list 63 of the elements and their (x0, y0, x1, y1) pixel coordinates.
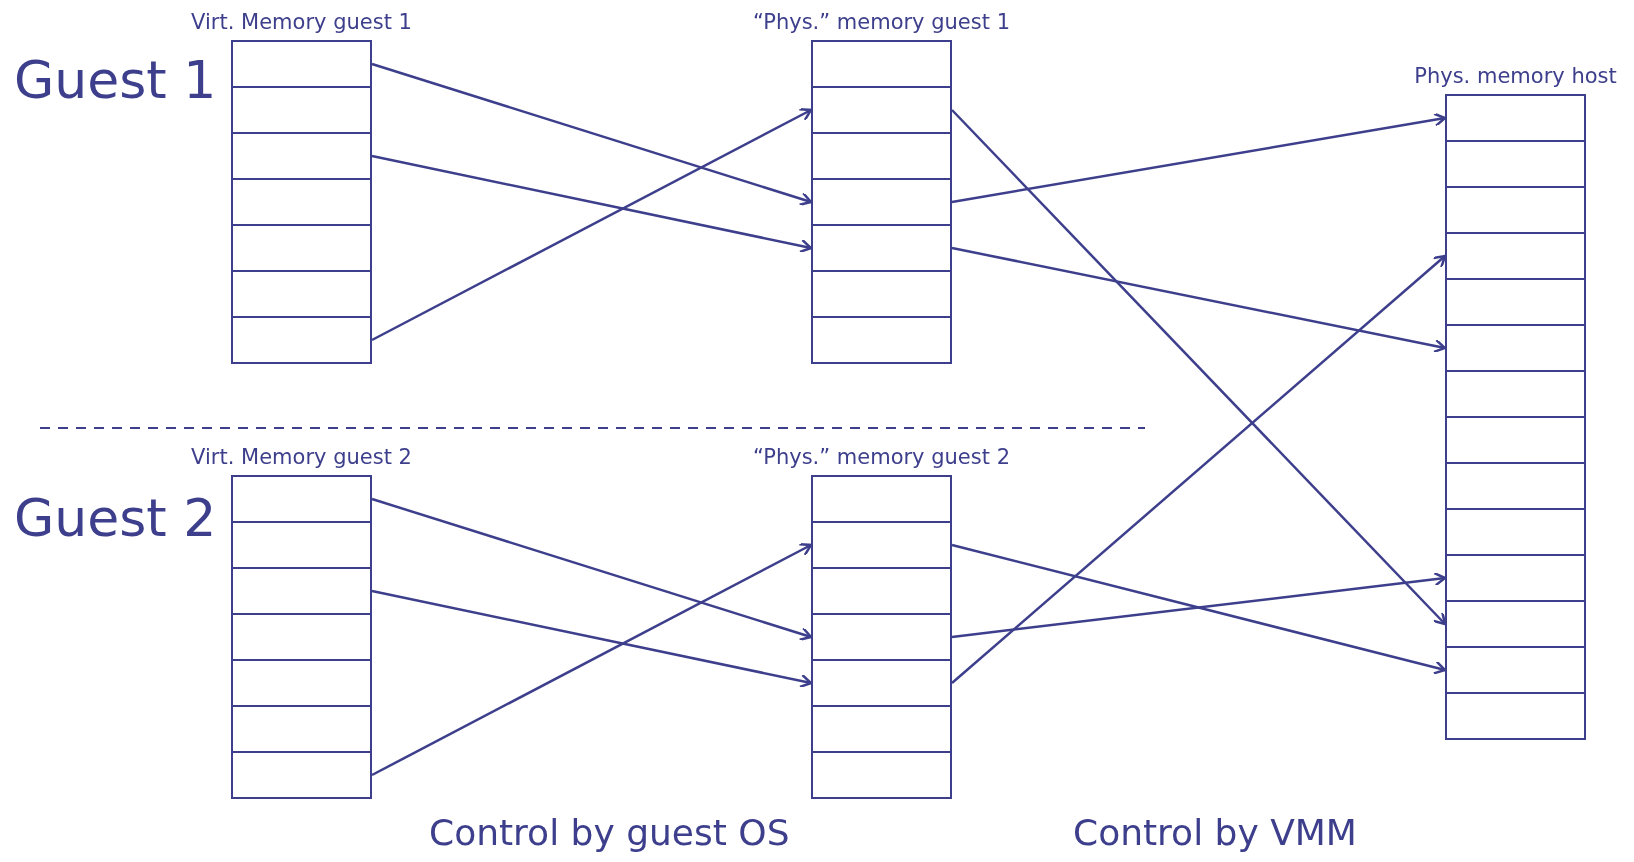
arrow (951, 572, 1447, 639)
memory-slot (1445, 508, 1586, 556)
arrow (951, 246, 1447, 354)
memory-slot (811, 475, 952, 523)
arrow (371, 108, 813, 342)
section-label: Control by guest OS (429, 812, 790, 853)
memory-slot (1445, 140, 1586, 188)
memory-slot (1445, 416, 1586, 464)
memory-slot (811, 40, 952, 88)
memory-slot (1445, 554, 1586, 602)
memory-slot (1445, 600, 1586, 648)
memory-slot (811, 751, 952, 799)
memory-slot (811, 316, 952, 364)
memory-slot (231, 659, 372, 707)
memory-slot (231, 751, 372, 799)
arrow (951, 254, 1447, 684)
memory-slot (811, 132, 952, 180)
arrow (951, 112, 1447, 204)
guest-label: Guest 2 (14, 488, 217, 548)
memory-slot (231, 86, 372, 134)
memory-slot (231, 475, 372, 523)
memory-slot (231, 270, 372, 318)
arrow (951, 543, 1447, 675)
memory-slot (811, 86, 952, 134)
memory-slot (1445, 462, 1586, 510)
memory-slot (231, 178, 372, 226)
arrow (371, 497, 813, 641)
arrow (371, 62, 813, 206)
memory-slot (811, 521, 952, 569)
section-label: Control by VMM (1073, 812, 1357, 853)
column-heading: Virt. Memory guest 1 (190, 9, 413, 36)
memory-slot (231, 613, 372, 661)
memory-slot (1445, 94, 1586, 142)
arrow (371, 154, 813, 254)
memory-slot (231, 132, 372, 180)
memory-slot (811, 270, 952, 318)
memory-slot (231, 567, 372, 615)
arrow (371, 589, 813, 689)
memory-slot (811, 705, 952, 753)
memory-slot (231, 40, 372, 88)
column-heading: Virt. Memory guest 2 (190, 444, 413, 471)
memory-slot (231, 224, 372, 272)
memory-slot (811, 224, 952, 272)
memory-slot (1445, 646, 1586, 694)
memory-slot (1445, 232, 1586, 280)
memory-slot (231, 705, 372, 753)
arrow (951, 109, 1447, 626)
column-heading: “Phys.” memory guest 1 (752, 9, 1011, 36)
memory-slot (1445, 692, 1586, 740)
memory-slot (231, 521, 372, 569)
column-heading: Phys. memory host (1413, 63, 1618, 90)
memory-slot (811, 567, 952, 615)
memory-slot (1445, 370, 1586, 418)
memory-slot (1445, 186, 1586, 234)
memory-slot (811, 178, 952, 226)
arrow (371, 543, 813, 777)
memory-slot (1445, 278, 1586, 326)
column-heading: “Phys.” memory guest 2 (752, 444, 1011, 471)
memory-slot (811, 613, 952, 661)
memory-slot (231, 316, 372, 364)
memory-slot (811, 659, 952, 707)
guest-label: Guest 1 (14, 50, 217, 110)
memory-slot (1445, 324, 1586, 372)
